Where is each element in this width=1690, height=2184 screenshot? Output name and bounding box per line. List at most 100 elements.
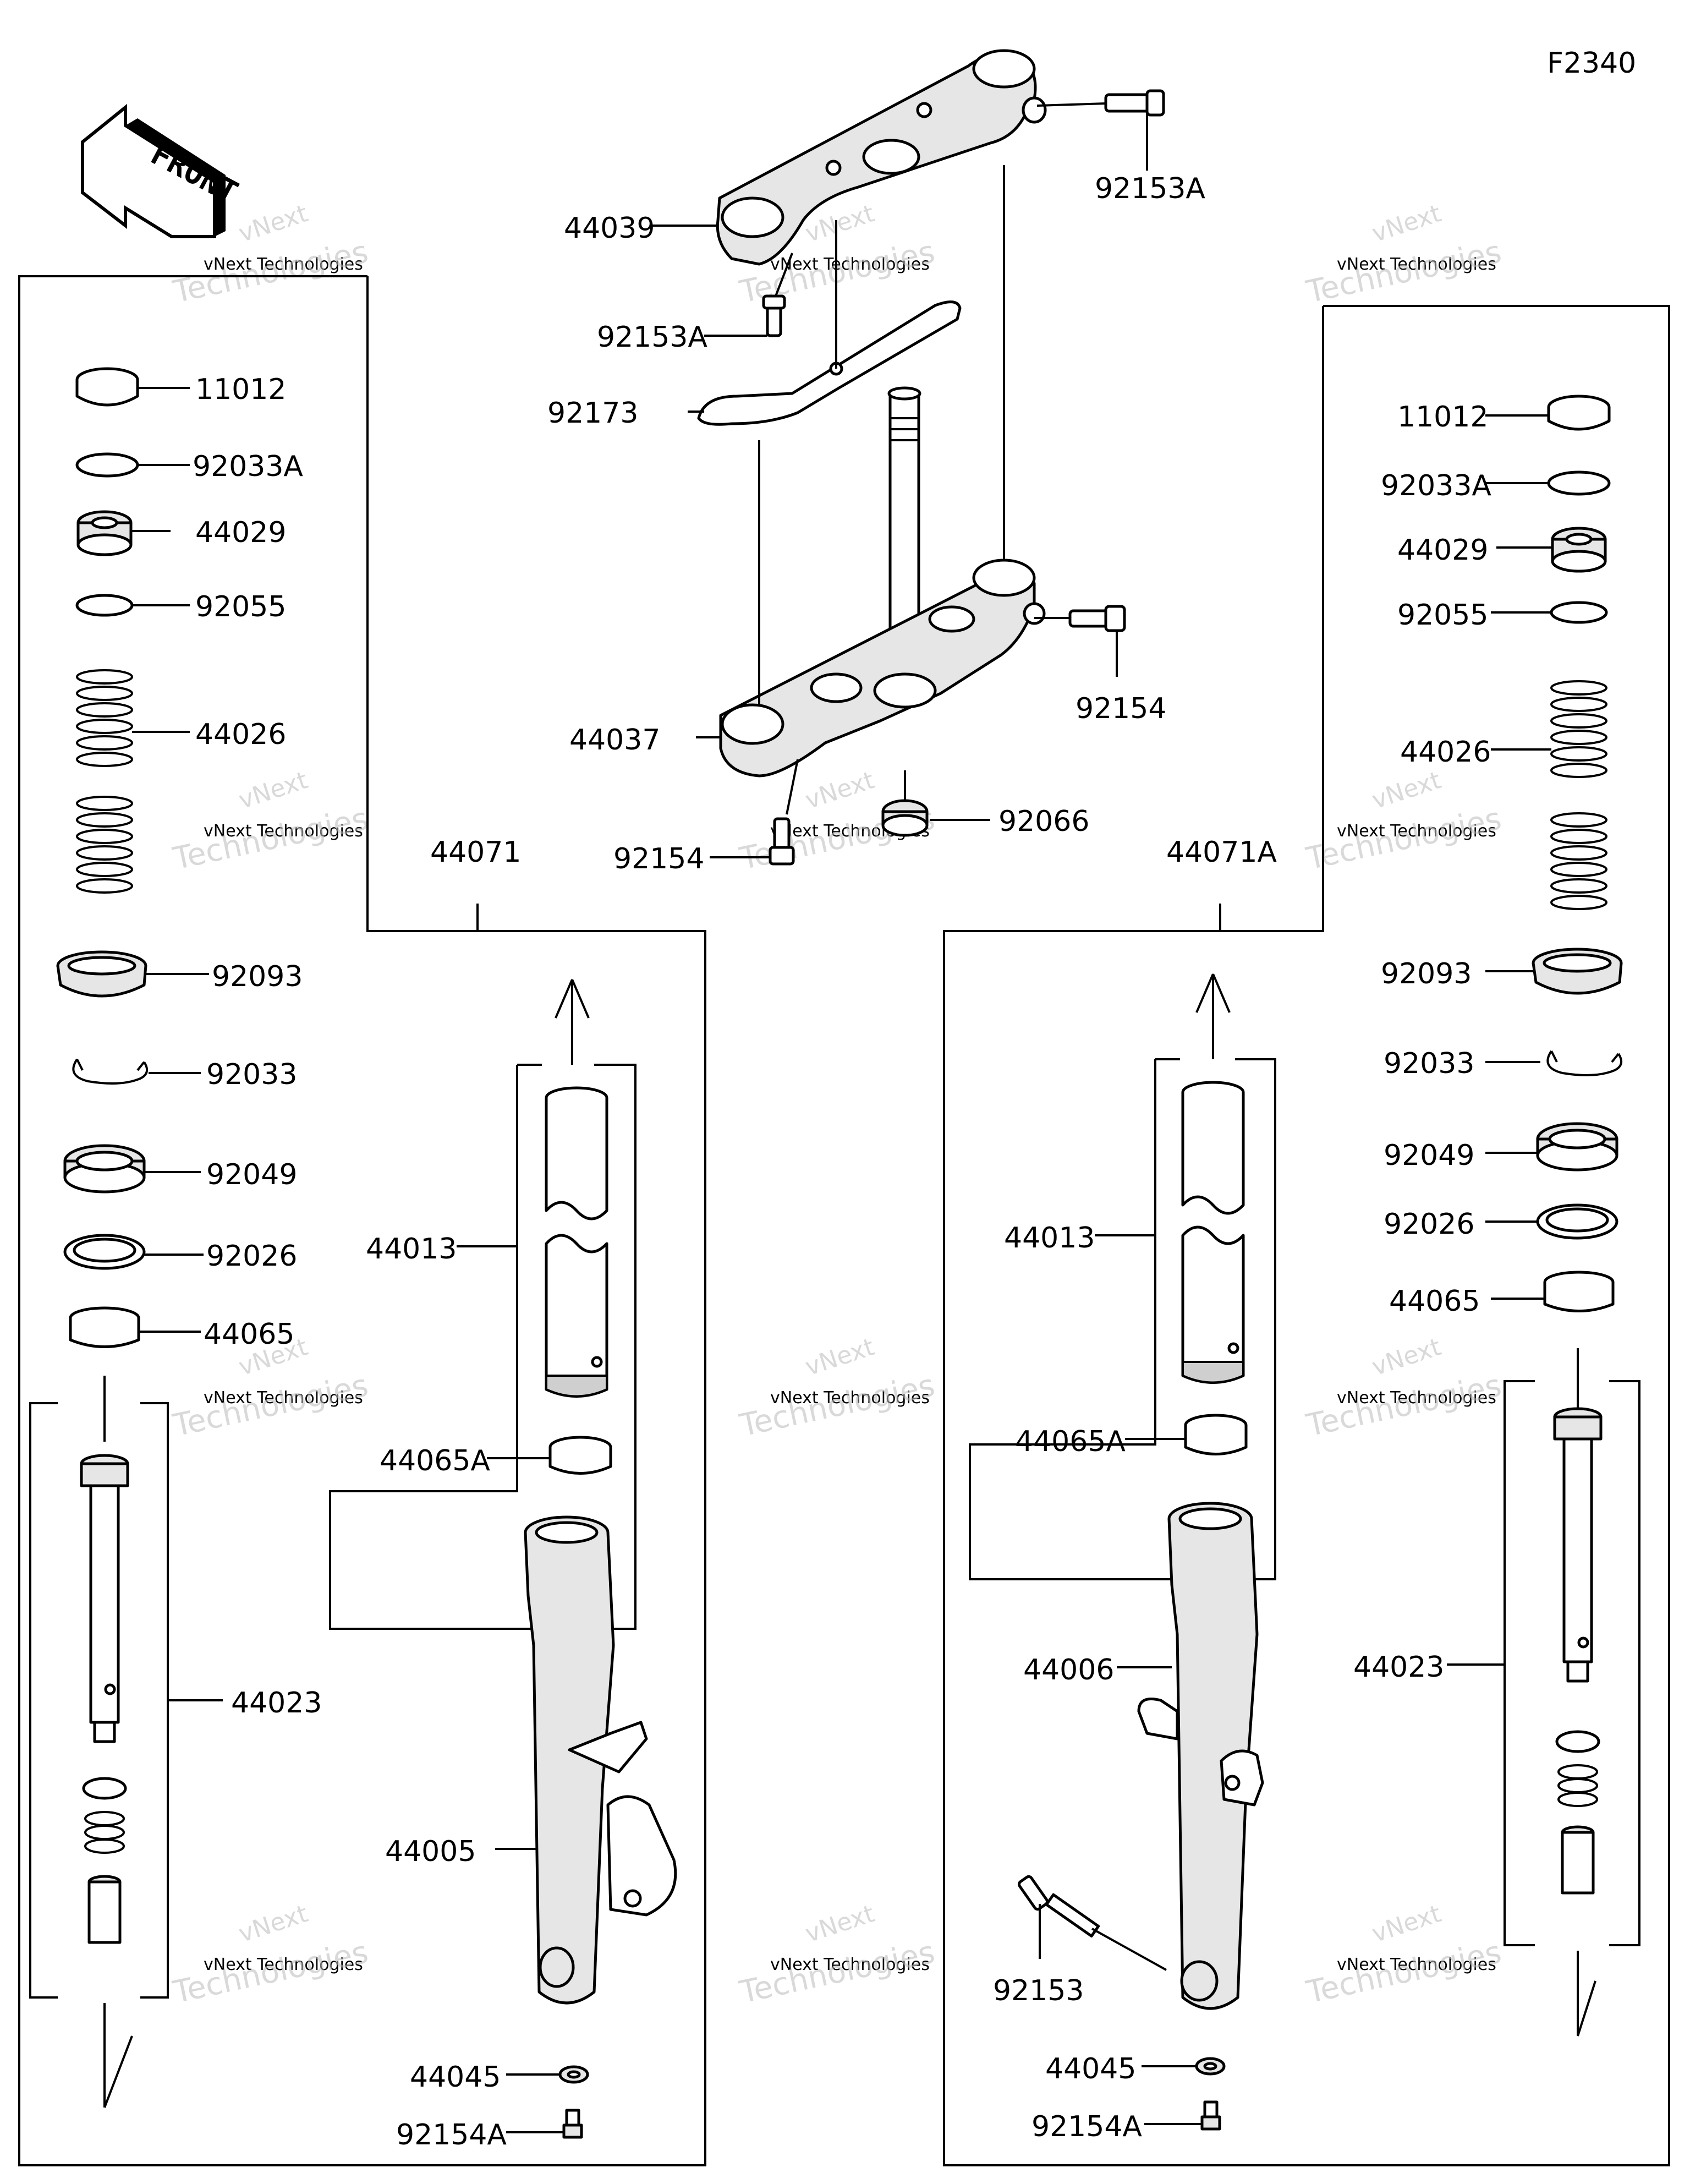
- watermark: vNext vNext Technologies Technologies: [169, 1900, 371, 2011]
- label-92154-right: 92154: [1076, 692, 1166, 725]
- right-inner-tube-frame: [969, 973, 1276, 1580]
- svg-text:Technologies: Technologies: [1303, 234, 1504, 310]
- right-oil-seal-92049: [1485, 1122, 1618, 1172]
- watermark: vNext vNext Technologies Technologies: [736, 1333, 937, 1444]
- label-44039: 44039: [564, 212, 655, 245]
- label-right-44026: 44026: [1400, 736, 1491, 769]
- left-ring-92033a: [75, 452, 190, 478]
- label-left-92093: 92093: [212, 960, 303, 993]
- label-right-92033a: 92033A: [1381, 469, 1491, 502]
- left-plug-44029: [76, 510, 171, 556]
- label-right-92153: 92153: [993, 1974, 1084, 2007]
- label-44071a: 44071A: [1166, 836, 1277, 869]
- right-inner-tube-44013: [1181, 1081, 1245, 1384]
- label-left-44005: 44005: [385, 1835, 476, 1868]
- label-right-92093: 92093: [1381, 957, 1472, 990]
- label-left-44023: 44023: [231, 1687, 322, 1720]
- svg-text:vNext: vNext: [235, 766, 311, 814]
- svg-text:vNext Technologies: vNext Technologies: [1337, 1388, 1496, 1408]
- svg-text:vNext: vNext: [802, 766, 878, 814]
- right-cylinder-frame: [1447, 1348, 1640, 2037]
- top-bolt-92153a: [1036, 89, 1165, 171]
- svg-text:vNext: vNext: [1369, 766, 1445, 814]
- label-left-44065: 44065: [204, 1318, 294, 1351]
- label-left-11012: 11012: [195, 373, 286, 406]
- right-ring-92033a: [1485, 470, 1611, 496]
- right-cylinder-44023: [1553, 1407, 1603, 1895]
- upper-bolt-92153a: [704, 253, 793, 337]
- svg-text:Technologies: Technologies: [169, 801, 371, 877]
- left-inner-tube-44013: [545, 1086, 608, 1398]
- left-circlip-92033: [72, 1058, 201, 1085]
- left-bush-44065: [69, 1306, 201, 1348]
- label-92066: 92066: [998, 805, 1089, 838]
- stem-bolt-lower-92154: [710, 759, 799, 866]
- svg-text:Technologies: Technologies: [169, 1367, 371, 1444]
- label-right-44065a: 44065A: [1015, 1425, 1126, 1458]
- label-right-44023: 44023: [1353, 1651, 1444, 1684]
- upper-bracket: [716, 49, 1047, 266]
- left-bush-a-44065a: [487, 1436, 612, 1475]
- svg-text:vNext Technologies: vNext Technologies: [204, 255, 363, 274]
- label-right-92026: 92026: [1384, 1208, 1474, 1241]
- label-right-92049: 92049: [1384, 1139, 1474, 1172]
- svg-text:Technologies: Technologies: [169, 234, 371, 310]
- left-dust-seal-92093: [56, 950, 209, 998]
- right-bottom-bolt-92154a: [1144, 2100, 1221, 2131]
- label-right-44013: 44013: [1004, 1222, 1095, 1255]
- right-bush-44065: [1491, 1271, 1615, 1312]
- svg-text:vNext: vNext: [1369, 199, 1445, 248]
- label-right-44045: 44045: [1045, 2052, 1136, 2086]
- svg-text:vNext Technologies: vNext Technologies: [204, 822, 363, 841]
- left-cylinder-frame: [29, 1376, 223, 2108]
- label-44071: 44071: [430, 836, 521, 869]
- left-spring-44026: [76, 669, 190, 894]
- watermark: vNext vNext Technologies Technologies: [1303, 1333, 1504, 1444]
- right-bush-a-44065a: [1125, 1414, 1248, 1455]
- label-44037: 44037: [569, 724, 660, 757]
- stem-nut-92066: [881, 770, 990, 837]
- right-fork-frame: [943, 305, 1670, 2166]
- watermark: vNext vNext Technologies Technologies: [1303, 766, 1504, 877]
- svg-text:vNext: vNext: [802, 1333, 878, 1381]
- watermark: vNext vNext Technologies Technologies: [169, 766, 371, 877]
- left-cylinder-44023: [80, 1454, 129, 1944]
- svg-text:vNext: vNext: [802, 1900, 878, 1948]
- label-right-92033: 92033: [1384, 1047, 1474, 1080]
- svg-text:vNext Technologies: vNext Technologies: [204, 1388, 363, 1408]
- stem-head-44037: [719, 559, 1046, 778]
- svg-text:vNext Technologies: vNext Technologies: [204, 1955, 363, 1974]
- left-fork-frame: [18, 275, 706, 2166]
- right-circlip-92033: [1485, 1050, 1623, 1076]
- clamp-92173: [688, 220, 962, 426]
- front-arrow-icon: FRONT: [81, 103, 244, 238]
- label-right-44006: 44006: [1023, 1654, 1114, 1687]
- label-right-92055: 92055: [1397, 599, 1488, 632]
- left-inner-tube-frame: [329, 979, 637, 1630]
- right-outer-tube-44006: [1117, 1502, 1264, 2010]
- left-washer-92026: [63, 1234, 204, 1270]
- svg-text:Technologies: Technologies: [736, 1367, 937, 1444]
- left-outer-tube-44005: [495, 1515, 677, 2005]
- right-dust-seal-92093: [1485, 948, 1623, 995]
- right-spring-44026: [1491, 680, 1607, 910]
- svg-text:vNext: vNext: [235, 1900, 311, 1948]
- right-axle-bolt-92153: [1018, 1875, 1167, 1971]
- svg-text:vNext Technologies: vNext Technologies: [770, 255, 930, 274]
- svg-text:Technologies: Technologies: [1303, 1934, 1504, 2011]
- label-left-92033: 92033: [206, 1058, 297, 1091]
- label-left-44045: 44045: [410, 2061, 501, 2094]
- svg-text:Technologies: Technologies: [1303, 801, 1504, 877]
- label-right-44065: 44065: [1389, 1285, 1480, 1318]
- left-oring-92055: [75, 594, 190, 617]
- label-left-44013: 44013: [366, 1233, 457, 1266]
- label-92173: 92173: [547, 397, 638, 430]
- svg-text:vNext: vNext: [235, 199, 311, 248]
- label-right-44029: 44029: [1397, 534, 1488, 567]
- label-92154-lower: 92154: [613, 842, 704, 875]
- watermark: vNext vNext Technologies Technologies: [1303, 1900, 1504, 2011]
- stem-bolt-right-92154: [1034, 605, 1126, 677]
- right-plug-44029: [1496, 527, 1607, 573]
- label-92153a-top: 92153A: [1095, 172, 1205, 205]
